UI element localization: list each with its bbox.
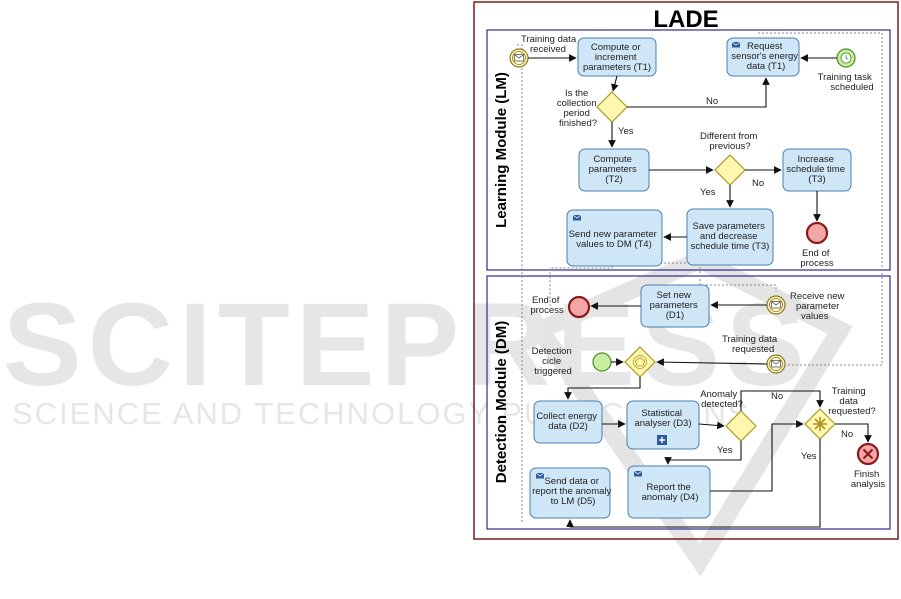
label-yes-training: Yes (801, 451, 817, 462)
end-event-dm (567, 295, 591, 319)
label-no-training: No (841, 429, 853, 440)
task-send-parameters-t4 (566, 209, 663, 267)
edge-d4-to-training-gateway (710, 420, 804, 492)
label-detection-triggered: Detection cicle triggered (532, 346, 575, 377)
edge-anomaly-yes-to-d4 (664, 441, 742, 465)
event-training-task-scheduled (836, 48, 856, 68)
edge-d3-to-anomaly-gateway (698, 421, 725, 430)
envelope-icon (535, 472, 545, 479)
diagram-title: LADE (653, 6, 718, 33)
label-yes-anomaly: Yes (717, 445, 733, 456)
label-yes-different: Yes (700, 187, 716, 198)
task-statistical-analyser-d3-label: Statistical analyser (D3) (634, 408, 691, 429)
task-collect-energy-d2 (533, 400, 603, 444)
label-end-lm: End of process (800, 248, 834, 269)
cancel-icon (862, 448, 874, 460)
task-compute-parameters-t1-label: Compute or increment parameters (T1) (583, 42, 651, 73)
label-collection-finished: Is the collection period finished? (557, 88, 599, 129)
envelope-icon (572, 214, 582, 221)
message-flow-request-to-dm (758, 32, 883, 366)
edge-anomaly-no-to-training-gateway (740, 390, 824, 411)
label-anomaly-detected: Anomaly detected? (700, 389, 743, 410)
start-event-detection-triggered (592, 352, 612, 372)
gateway-collection-finished (596, 91, 628, 123)
edge-training-yes-to-d5 (566, 439, 821, 528)
task-statistical-analyser-d3 (626, 400, 700, 450)
edge-gateway-no-to-request (627, 77, 770, 108)
task-report-anomaly-d4 (627, 465, 711, 519)
label-training-data-received: Training data received (521, 34, 579, 55)
label-no-anomaly: No (771, 391, 783, 402)
task-request-energy-data-t1-label: Request sensor's energy data (T1) (731, 41, 800, 72)
edge-training-no-to-finish (835, 423, 872, 443)
task-send-data-d5 (529, 467, 611, 519)
label-training-data-requested: Training data requested (722, 334, 780, 355)
label-no-collection: No (706, 96, 718, 107)
label-no-different: No (752, 178, 764, 189)
end-event-finish-analysis (856, 442, 880, 466)
task-save-parameters-t3-label: Save parameters and decrease schedule ti… (691, 221, 770, 252)
pentagon-icon (635, 356, 645, 367)
envelope-icon (731, 41, 741, 48)
edge-requested-to-gateway (656, 358, 768, 366)
task-send-data-d5-label: Send data or report the anomaly to LM (D… (532, 476, 614, 507)
gateway-different-from-previous (714, 154, 746, 186)
event-receive-parameters (766, 295, 786, 315)
task-compute-parameters-t2-label: Compute parameters (T2) (589, 154, 640, 185)
label-receive-parameters: Receive new parameter values (790, 291, 847, 322)
envelope-icon (633, 470, 643, 477)
label-training-requested-question: Training data requested? (828, 386, 876, 417)
task-collect-energy-d2-label: Collect energy data (D2) (536, 411, 599, 432)
event-training-data-received (509, 48, 529, 68)
edge-gateway-to-d2 (564, 377, 641, 400)
lane-label-dm: Detection Module (DM) (493, 321, 510, 484)
asterisk-icon (813, 417, 827, 431)
task-report-anomaly-d4-label: Report the anomaly (D4) (641, 482, 698, 503)
label-different-from-previous: Different from previous? (700, 131, 760, 152)
task-request-energy-data-t1 (726, 37, 800, 77)
pool-learning-module (486, 29, 891, 271)
event-training-data-requested (766, 354, 786, 374)
task-send-parameters-t4-label: Send new parameter values to DM (T4) (569, 229, 660, 250)
label-end-dm: End of process (530, 295, 564, 316)
task-increase-schedule-time-t3-label: Increase schedule time (T3) (786, 154, 847, 185)
label-yes-collection: Yes (618, 126, 634, 137)
label-finish-analysis: Finish analysis (851, 469, 886, 490)
subprocess-plus-icon (657, 435, 667, 445)
outer-frame (473, 1, 899, 540)
task-set-parameters-d1-label: Set new parameters (D1) (650, 290, 701, 321)
pool-detection-module (486, 275, 891, 530)
gateway-training-requested (804, 408, 836, 440)
edge-t1-to-gateway (611, 75, 619, 92)
message-flow-data-to-lm (516, 44, 523, 522)
end-event-lm (805, 221, 829, 245)
label-training-task-scheduled: Training task scheduled (818, 72, 875, 93)
lane-label-lm: Learning Module (LM) (493, 72, 510, 228)
